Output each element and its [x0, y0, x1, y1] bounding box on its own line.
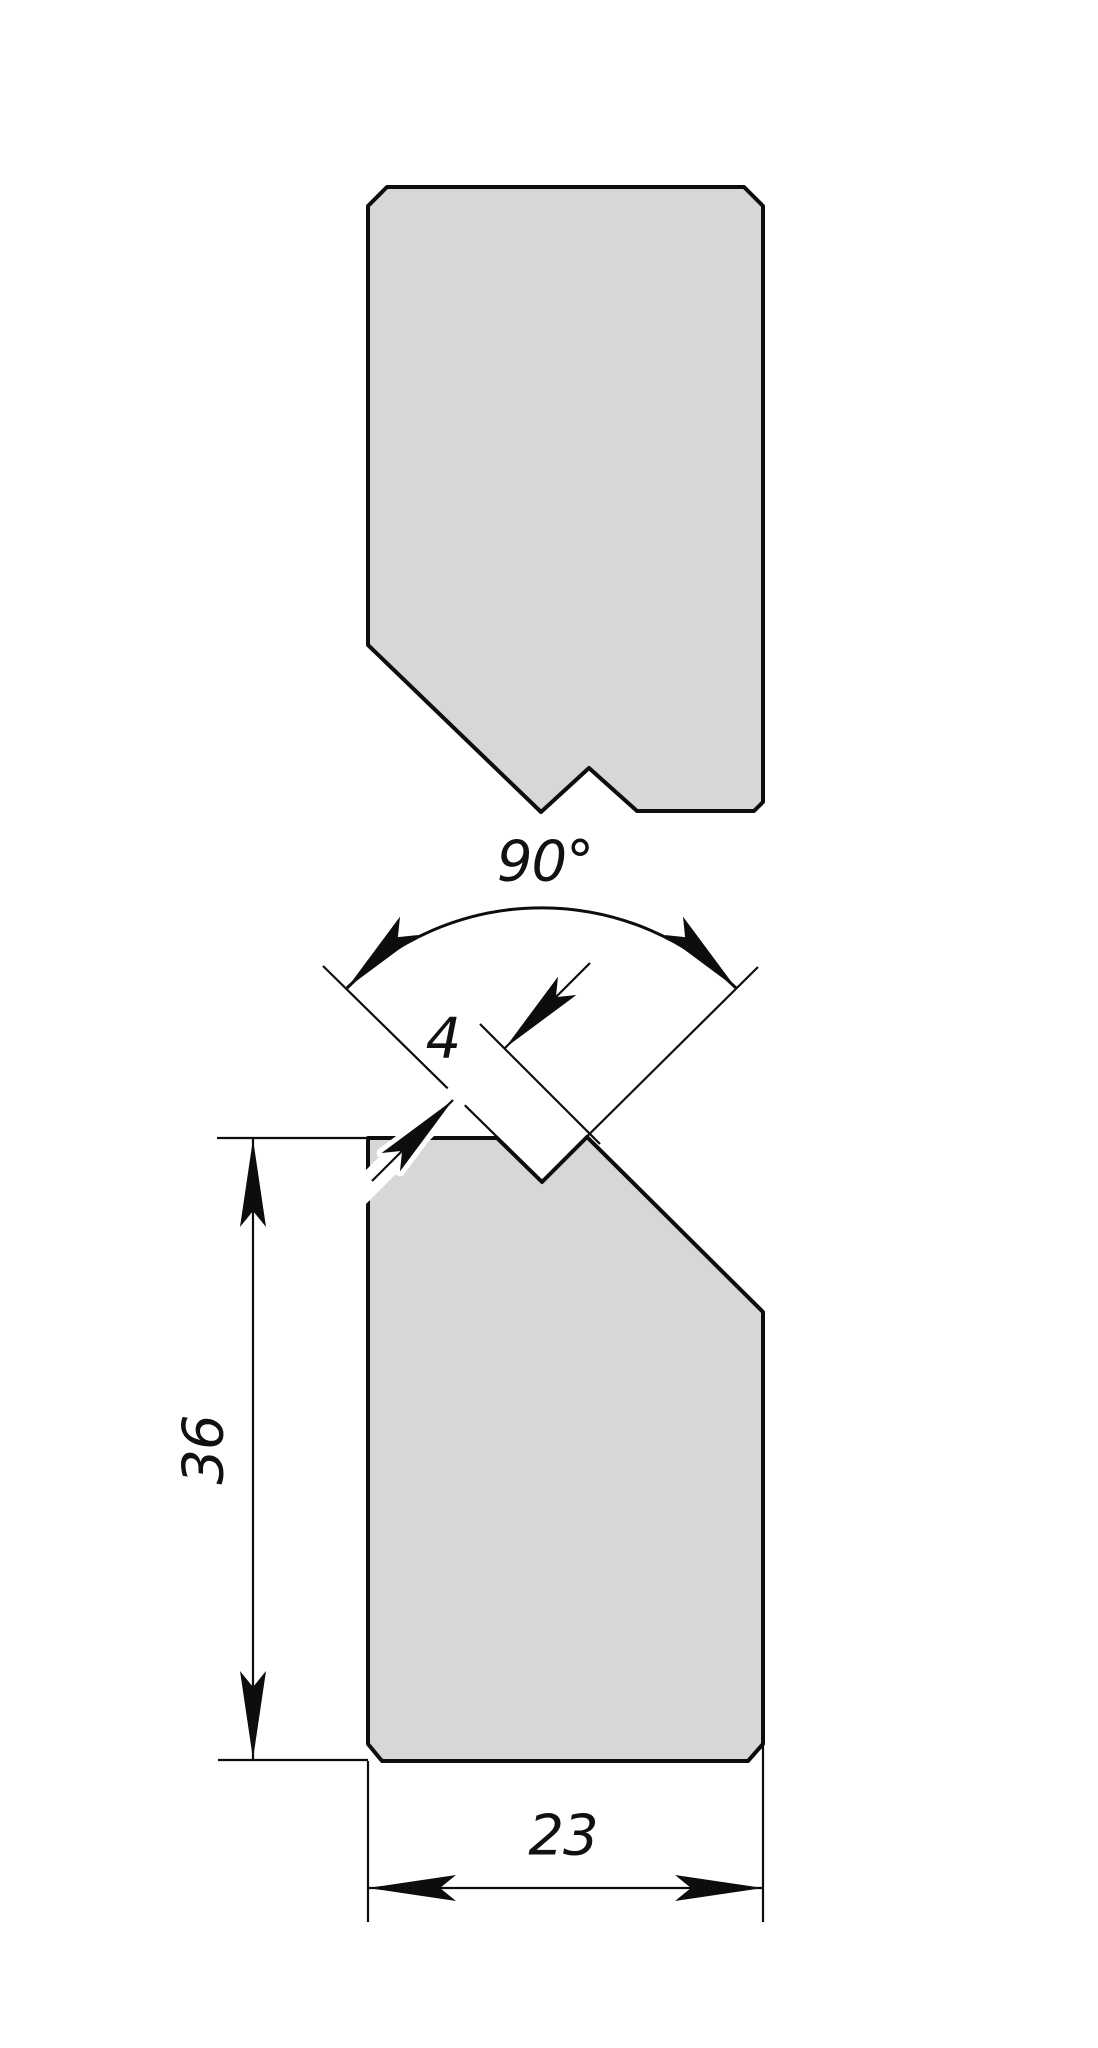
dim-width-23-arrowhead-1	[675, 1875, 763, 1901]
dim-v-width-4-arrowhead-1	[505, 976, 577, 1048]
dim-v-width-4-arrowhead-0	[381, 1100, 453, 1172]
lower-die-profile	[366, 1135, 765, 1763]
dim-angle-90-arrowhead-0	[347, 916, 419, 988]
dim-height-36-arrowhead-1	[240, 1671, 266, 1759]
dim-angle-90-extension-line-0	[322, 965, 543, 1182]
dim-height-36-arrowhead-0	[240, 1139, 266, 1227]
upper-punch-profile	[366, 185, 765, 814]
dim-angle-90-extension-line-1	[541, 966, 759, 1182]
dim-width-23-label: 23	[528, 1804, 597, 1869]
dim-height-36-label: 36	[172, 1415, 237, 1484]
dim-angle-90-label: 90°	[497, 830, 593, 895]
dim-width-23-arrowhead-0	[368, 1875, 456, 1901]
dim-angle-90-arc	[345, 906, 738, 990]
dim-v-width-4-extension-line-0	[479, 1023, 601, 1145]
dim-angle-90-arrowhead-1	[664, 916, 736, 988]
dim-v-width-4-label: 4	[426, 1007, 461, 1072]
